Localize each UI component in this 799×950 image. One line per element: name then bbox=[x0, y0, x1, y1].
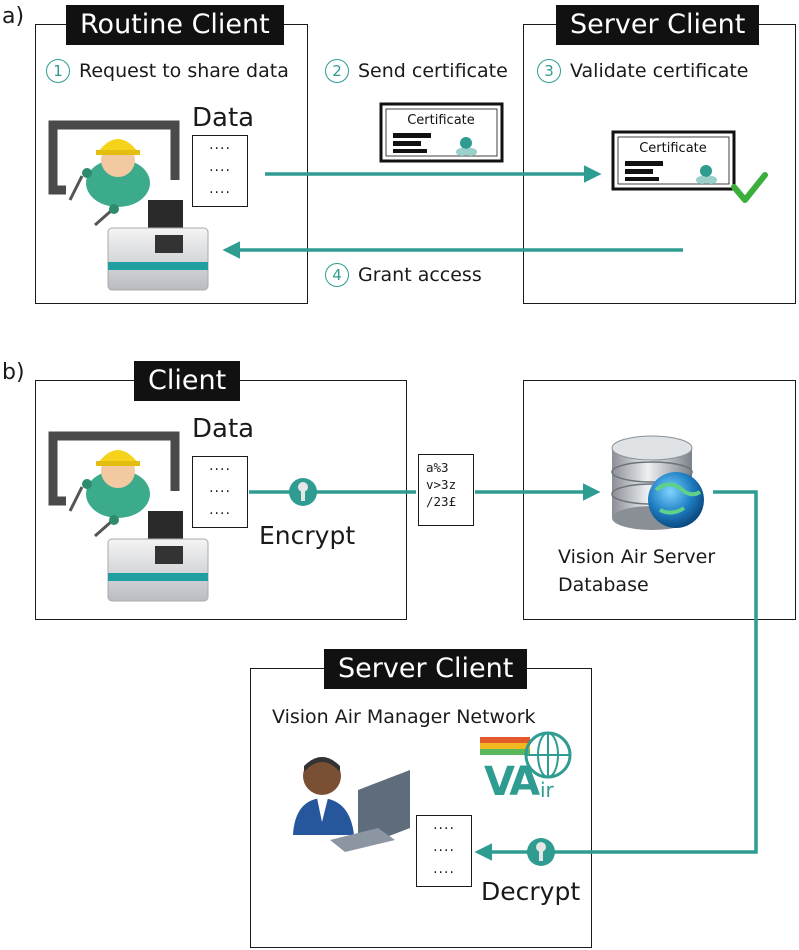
data-line: ···· bbox=[209, 506, 231, 522]
data-line: ···· bbox=[209, 484, 231, 500]
database-label-line1: Vision Air Server bbox=[558, 546, 716, 568]
data-line: ···· bbox=[209, 462, 231, 478]
routine-client-tab: Routine Client bbox=[66, 5, 284, 45]
encrypt-label: Encrypt bbox=[259, 521, 356, 550]
panel-a-label: a) bbox=[2, 4, 25, 29]
data-line: ···· bbox=[433, 865, 455, 881]
step-4-text: Grant access bbox=[358, 264, 482, 286]
step-1-number: 1 bbox=[46, 59, 70, 83]
cipher-line: v>3z bbox=[426, 477, 457, 492]
step-2-text: Send certificate bbox=[358, 60, 508, 82]
data-document-b: ···· ···· ···· bbox=[192, 456, 248, 528]
checkmark-icon bbox=[731, 172, 768, 203]
certificate-text: Certificate bbox=[407, 113, 475, 128]
operator-with-analyzer-icon-b bbox=[48, 431, 209, 602]
client-tab: Client bbox=[134, 361, 241, 401]
step-4: 4 Grant access bbox=[325, 263, 482, 287]
step-3-number: 3 bbox=[537, 59, 561, 83]
data-label-b: Data bbox=[192, 414, 255, 444]
data-label-a: Data bbox=[192, 103, 255, 133]
person-at-computer-icon bbox=[293, 757, 410, 852]
certificate-icon-sent: Certificate bbox=[379, 102, 504, 163]
data-line: ···· bbox=[209, 163, 231, 179]
cipher-text-box: a%3 v>3z /23£ bbox=[418, 454, 474, 526]
arrow-database-to-server-client bbox=[474, 490, 758, 861]
step-2: 2 Send certificate bbox=[325, 59, 508, 83]
cipher-line: a%3 bbox=[426, 460, 449, 475]
data-document-c: ···· ···· ···· bbox=[416, 815, 472, 887]
svg-text:ir: ir bbox=[540, 778, 555, 802]
key-icon-encrypt bbox=[289, 478, 317, 506]
svg-text:VA: VA bbox=[484, 759, 540, 805]
data-line: ···· bbox=[433, 843, 455, 859]
certificate-icon-received: Certificate bbox=[611, 130, 736, 191]
step-4-number: 4 bbox=[325, 263, 349, 287]
server-client-tab-a: Server Client bbox=[556, 5, 760, 45]
key-icon-decrypt bbox=[527, 838, 555, 866]
data-line: ···· bbox=[209, 141, 231, 157]
certificate-text: Certificate bbox=[639, 141, 707, 156]
step-1: 1 Request to share data bbox=[46, 59, 289, 83]
globe-icon bbox=[648, 472, 704, 528]
data-document-a: ···· ···· ···· bbox=[192, 135, 248, 207]
vision-air-logo: VA ir bbox=[480, 731, 572, 805]
step-1-text: Request to share data bbox=[79, 60, 289, 82]
data-line: ···· bbox=[209, 185, 231, 201]
data-line: ···· bbox=[433, 821, 455, 837]
panel-b-label: b) bbox=[2, 360, 25, 385]
cipher-line: /23£ bbox=[426, 494, 457, 509]
decrypt-label: Decrypt bbox=[481, 877, 581, 906]
step-2-number: 2 bbox=[325, 59, 349, 83]
step-3-text: Validate certificate bbox=[570, 60, 749, 82]
server-client-tab-b: Server Client bbox=[324, 649, 528, 689]
database-label-line2: Database bbox=[558, 574, 649, 596]
network-label: Vision Air Manager Network bbox=[272, 706, 536, 728]
step-3: 3 Validate certificate bbox=[537, 59, 748, 83]
operator-with-analyzer-icon-a bbox=[48, 120, 209, 291]
